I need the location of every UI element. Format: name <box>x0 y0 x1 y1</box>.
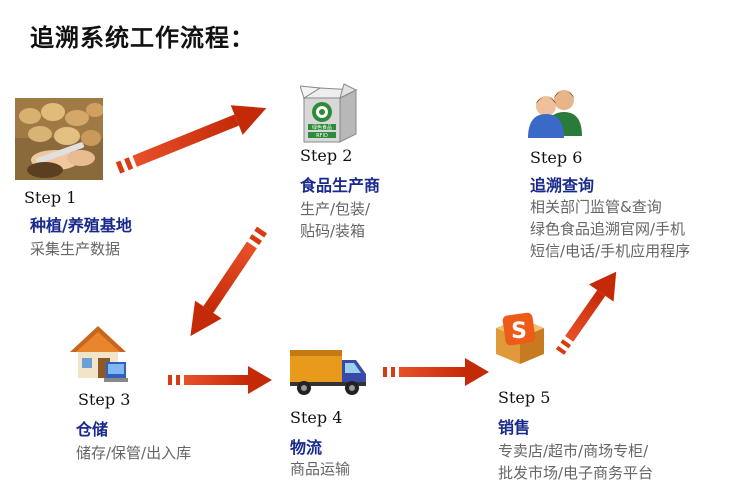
step2-desc-line: 生产/包装/ <box>300 200 371 218</box>
step5-desc-line: 专卖店/超市/商场专柜/ <box>498 442 649 460</box>
rfid-box-icon: 绿色食品 RFID <box>300 83 358 143</box>
step1-desc-line: 采集生产数据 <box>30 240 121 258</box>
step1-title: 种植/养殖基地 <box>30 216 132 235</box>
step6-desc-line: 相关部门监管&查询 <box>530 198 662 216</box>
arrow-step5-to-step6 <box>555 271 617 355</box>
sales-box-icon: S <box>496 312 544 364</box>
svg-text:S: S <box>511 319 527 344</box>
arrow-step3-to-step4 <box>168 366 272 394</box>
step2-desc-line: 贴码/装箱 <box>300 222 366 240</box>
step3-label: Step 3 <box>78 390 131 409</box>
arrow-step2-to-step3 <box>190 226 267 337</box>
step6-desc-line: 短信/电话/手机应用程序 <box>530 242 691 260</box>
svg-text:绿色食品: 绿色食品 <box>312 124 332 131</box>
step6-title: 追溯查询 <box>530 176 595 195</box>
step4-title: 物流 <box>290 438 323 457</box>
step6-label: Step 6 <box>530 148 583 167</box>
step6-desc-line: 绿色食品追溯官网/手机 <box>530 220 686 238</box>
step5-desc-line: 批发市场/电子商务平台 <box>498 464 654 482</box>
step3-desc: 储存/保管/出入库 <box>76 442 191 464</box>
delivery-truck-icon <box>290 350 366 395</box>
step3-desc-line: 储存/保管/出入库 <box>76 444 192 462</box>
step1-label: Step 1 <box>24 188 77 207</box>
potato-harvest-icon <box>15 98 103 180</box>
step2-title: 食品生产商 <box>300 176 381 195</box>
warehouse-house-icon <box>70 326 128 382</box>
page-title: 追溯系统工作流程： <box>30 24 255 52</box>
step5-desc: 专卖店/超市/商场专柜/ 批发市场/电子商务平台 <box>498 440 653 484</box>
step1-desc: 采集生产数据 <box>30 238 120 260</box>
arrow-step4-to-step5 <box>383 358 489 386</box>
step4-label: Step 4 <box>290 408 343 427</box>
svg-text:RFID: RFID <box>316 133 328 139</box>
step2-label: Step 2 <box>300 146 353 165</box>
step5-title: 销售 <box>498 418 531 437</box>
step4-desc-line: 商品运输 <box>290 460 351 478</box>
users-icon <box>528 90 582 138</box>
arrow-step1-to-step2 <box>115 105 267 174</box>
step2-desc: 生产/包装/ 贴码/装箱 <box>300 198 370 242</box>
step4-desc: 商品运输 <box>290 458 350 480</box>
step5-label: Step 5 <box>498 388 551 407</box>
step6-desc: 相关部门监管&查询 绿色食品追溯官网/手机 短信/电话/手机应用程序 <box>530 196 690 262</box>
step3-title: 仓储 <box>76 420 109 439</box>
